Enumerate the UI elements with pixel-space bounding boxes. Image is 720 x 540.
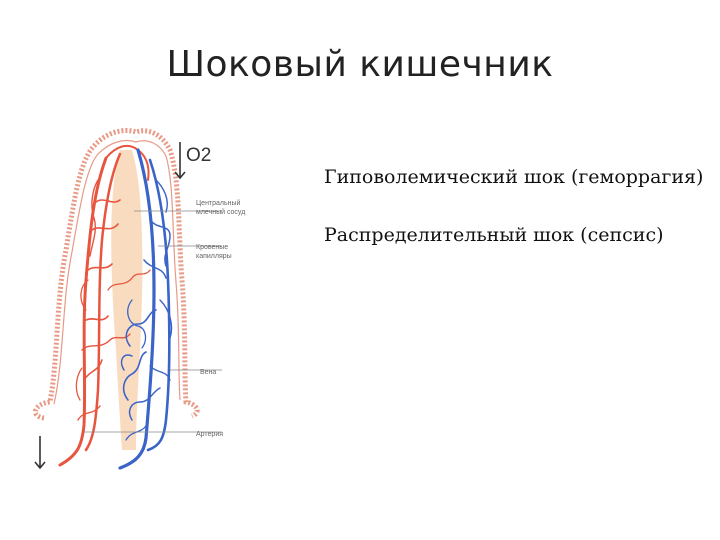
vein-label: Вена	[200, 369, 216, 376]
villus-epithelium	[33, 128, 200, 421]
bottom-arrow-icon	[34, 436, 46, 470]
central-lacteal	[111, 150, 143, 450]
svg-text:Центральный млечный сосуд: Центральный млечный сосуд	[196, 199, 245, 216]
artery-network	[58, 144, 151, 467]
o2-arrow-icon	[174, 142, 186, 180]
artery-label: Артерия	[196, 431, 223, 438]
svg-text:Кровеные капилляры: Кровеные капилляры	[196, 244, 232, 260]
capillaries-label-line2: капилляры	[196, 253, 232, 260]
bullet-hypovolemic-shock: Гиповолемический шок (геморрагия)	[324, 166, 704, 188]
lacteal-label-line1: Центральный	[196, 199, 241, 207]
oxygen-indicator: O2	[174, 142, 211, 180]
o2-label: O2	[186, 145, 211, 166]
capillaries-label-line1: Кровеные	[196, 244, 228, 251]
villus-diagram: O2 Центральный млечный сосуд Кровеные ка…	[33, 128, 245, 470]
vein-network	[118, 148, 173, 470]
bullet-distributive-shock: Распределительный шок (сепсис)	[324, 224, 664, 246]
lacteal-label-line2: млечный сосуд	[196, 208, 245, 216]
slide-title: Шоковый кишечник	[166, 44, 554, 85]
